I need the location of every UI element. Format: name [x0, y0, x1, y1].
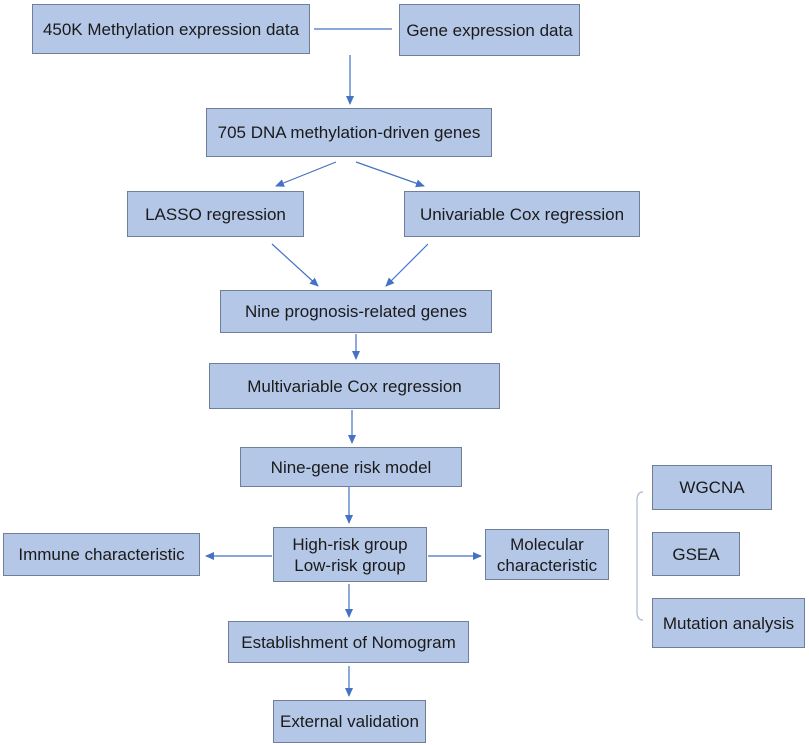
node-wgcna: WGCNA	[652, 465, 772, 510]
node-label: Nine prognosis-related genes	[244, 302, 468, 321]
node-multivariable-cox-regression: Multivariable Cox regression	[209, 363, 500, 409]
node-label: 450K Methylation expression data	[42, 19, 300, 39]
node-label-line2: characteristic	[496, 555, 598, 575]
node-label: Mutation analysis	[662, 613, 795, 633]
arrow-to-lasso	[275, 161, 337, 187]
node-label: Multivariable Cox regression	[247, 376, 462, 396]
node-establishment-of-nomogram: Establishment of Nomogram	[228, 621, 469, 663]
node-label-high-risk: High-risk group	[292, 534, 408, 554]
analysis-bracket	[636, 491, 644, 621]
node-label: GSEA	[672, 544, 720, 564]
node-label: Gene expression data	[406, 20, 573, 40]
node-label: Univariable Cox regression	[419, 204, 625, 224]
node-univariable-cox-regression: Univariable Cox regression	[404, 191, 640, 237]
arrow-univariable-to-nine-genes	[385, 243, 429, 287]
arrow-to-univariable-cox	[355, 161, 425, 188]
node-gene-expression-data: Gene expression data	[399, 4, 580, 56]
node-dna-methylation-driven-genes: 705 DNA methylation-driven genes	[206, 108, 492, 157]
node-label: Immune characteristic	[18, 545, 185, 564]
node-label: 705 DNA methylation-driven genes	[217, 123, 481, 142]
node-label: Establishment of Nomogram	[241, 632, 456, 652]
node-label: External validation	[280, 712, 419, 731]
node-gsea: GSEA	[652, 532, 740, 576]
node-external-validation: External validation	[273, 700, 426, 743]
arrow-lasso-to-nine-genes	[271, 243, 319, 287]
node-lasso-regression: LASSO regression	[127, 191, 304, 237]
node-nine-prognosis-related-genes: Nine prognosis-related genes	[220, 290, 492, 333]
node-label-low-risk: Low-risk group	[294, 555, 406, 575]
node-label-line1: Molecular	[510, 534, 584, 554]
node-450k-methylation-data: 450K Methylation expression data	[32, 4, 310, 54]
node-immune-characteristic: Immune characteristic	[3, 533, 200, 576]
node-mutation-analysis: Mutation analysis	[652, 598, 805, 648]
node-nine-gene-risk-model: Nine-gene risk model	[240, 447, 462, 487]
node-label: Nine-gene risk model	[270, 457, 432, 477]
node-label: WGCNA	[679, 478, 745, 497]
node-label: LASSO regression	[145, 204, 286, 224]
